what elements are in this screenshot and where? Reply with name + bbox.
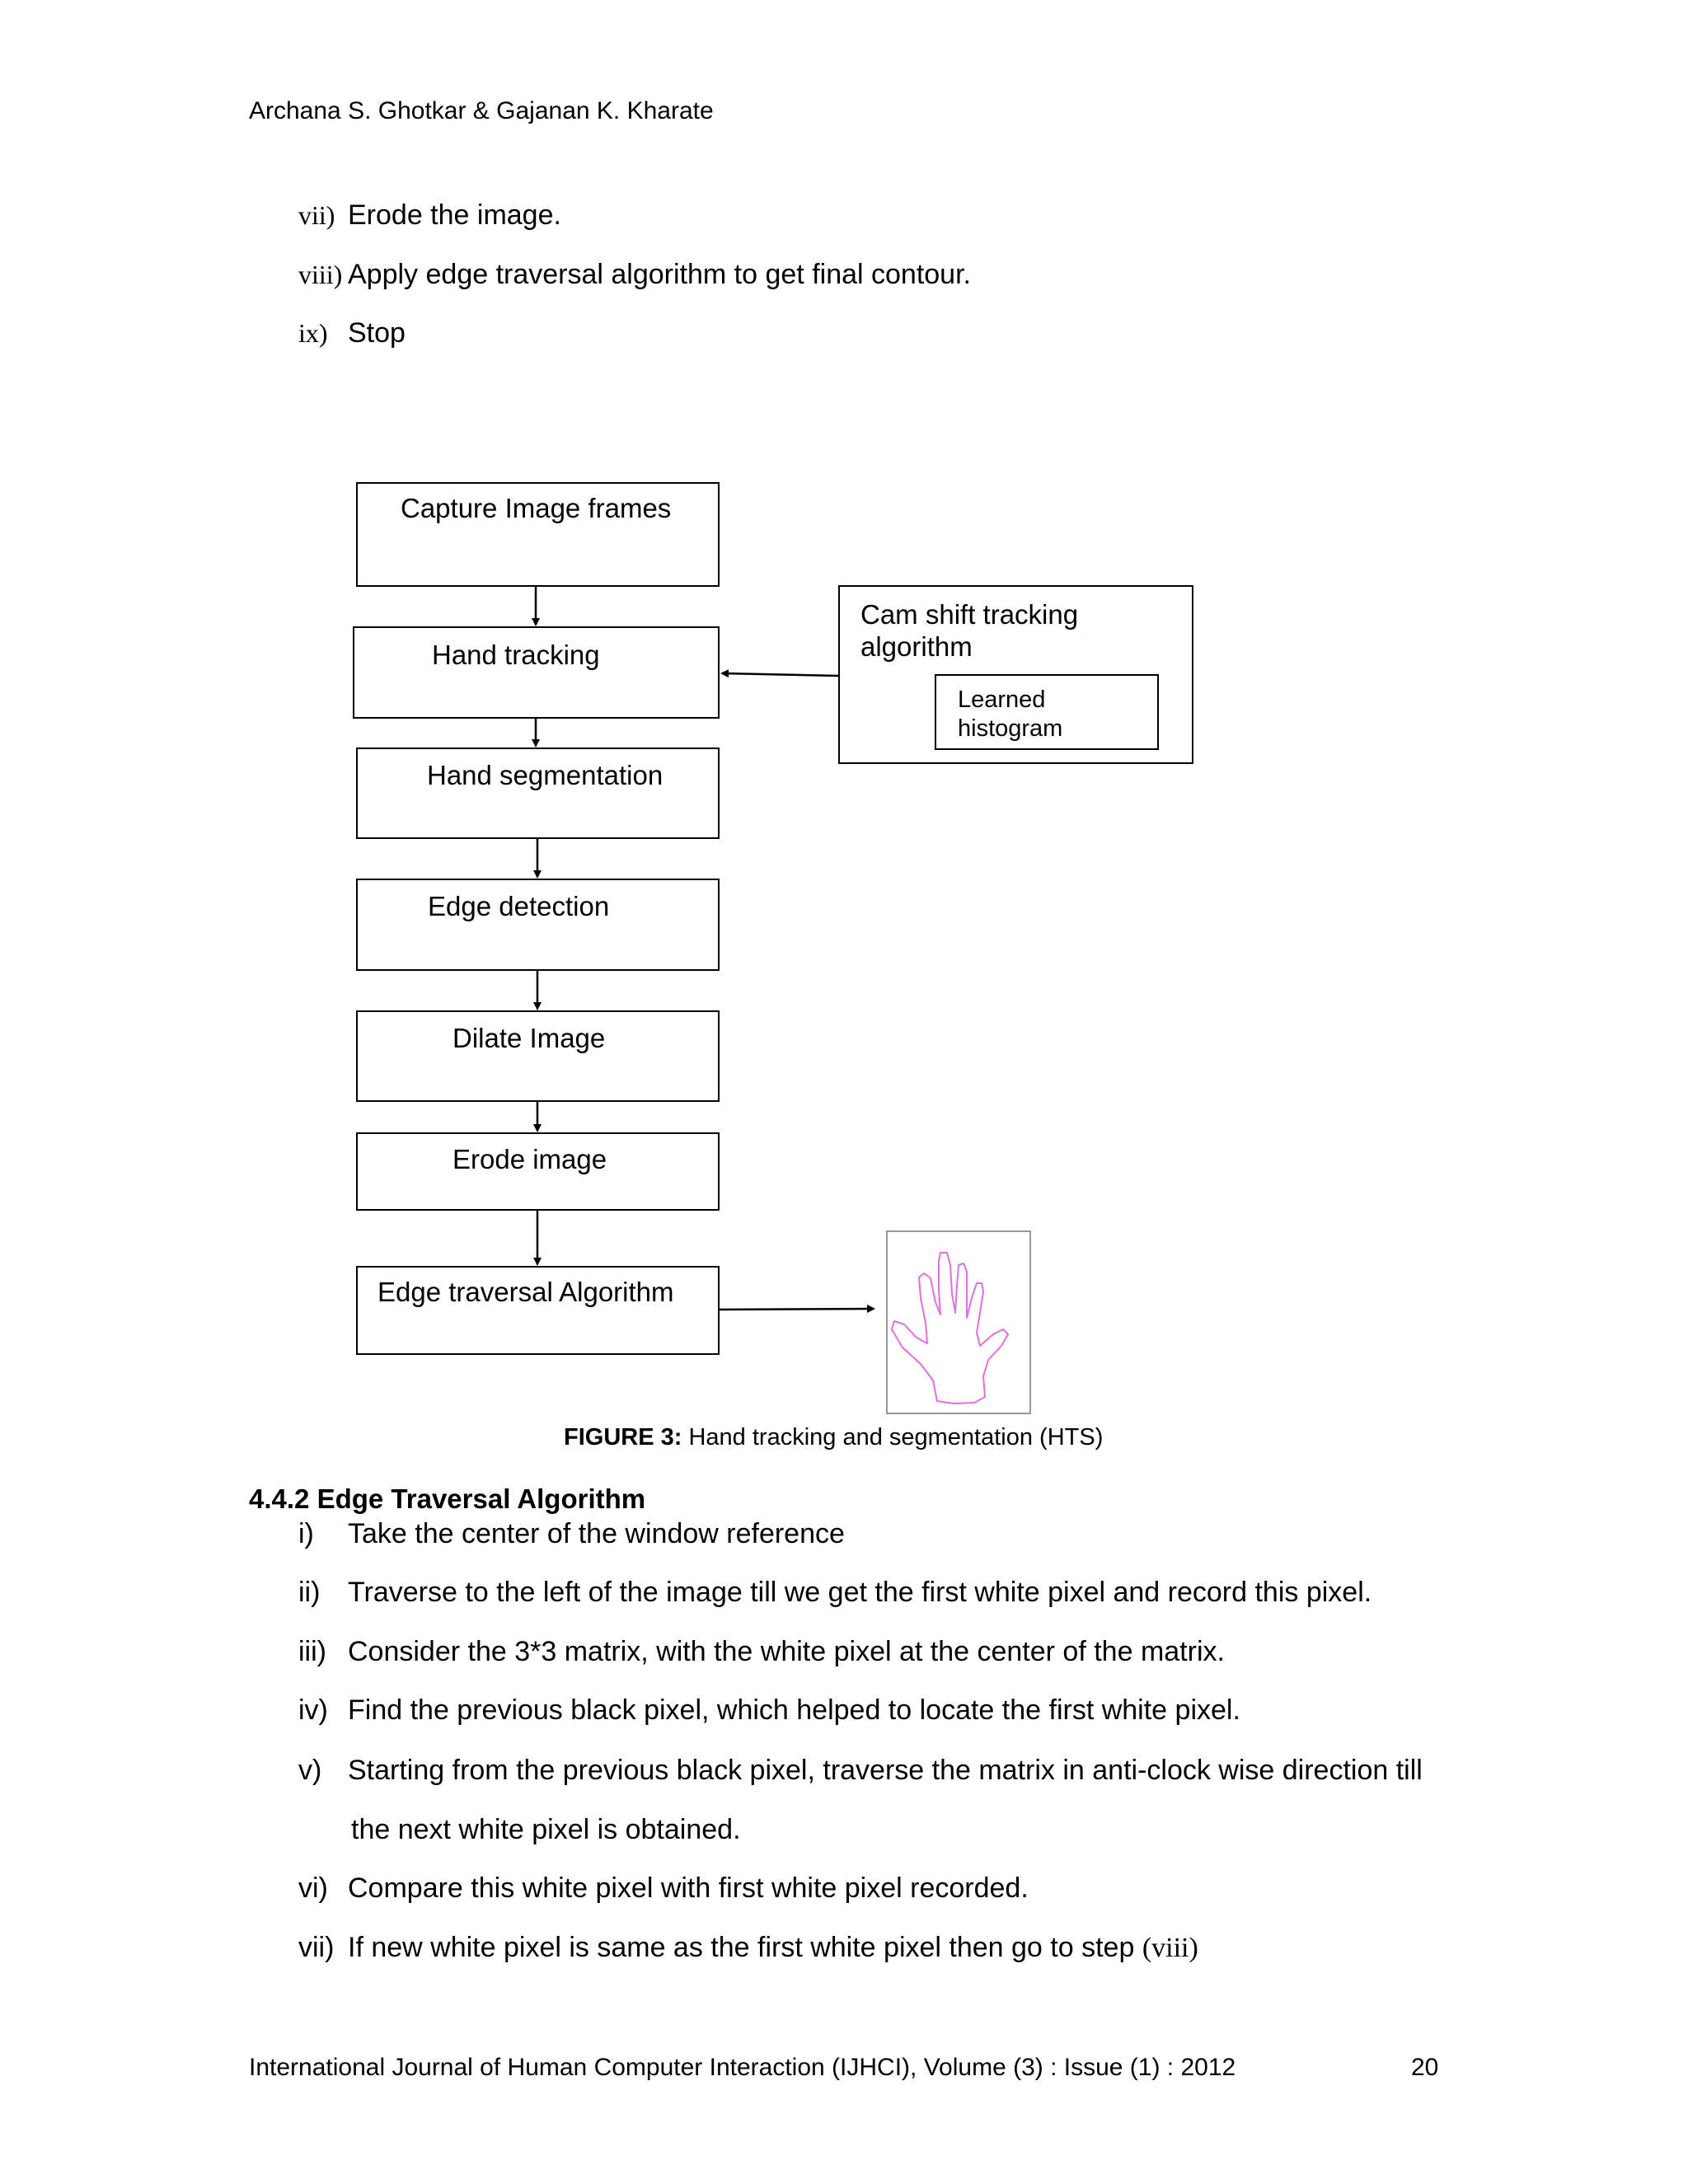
step-number: iv) xyxy=(298,1694,328,1726)
box-edge-detection-label: Edge detection xyxy=(428,891,610,921)
step-number: viii) xyxy=(298,260,343,289)
caption-text: Hand tracking and segmentation (HTS) xyxy=(682,1424,1104,1451)
box-learned-histogram: Learned histogram xyxy=(935,674,1159,750)
running-header: Archana S. Ghotkar & Gajanan K. Kharate xyxy=(249,97,714,124)
step-number: iii) xyxy=(298,1636,326,1667)
step-text: If new white pixel is same as the first … xyxy=(348,1932,1142,1963)
step-text: Stop xyxy=(348,317,406,349)
box-erode-label: Erode image xyxy=(452,1144,607,1174)
section-heading: 4.4.2 Edge Traversal Algorithm xyxy=(249,1483,646,1514)
box-dilate-label: Dilate Image xyxy=(452,1023,606,1053)
step-text: Apply edge traversal algorithm to get fi… xyxy=(348,259,971,290)
step-text: Find the previous black pixel, which hel… xyxy=(348,1694,1240,1726)
step-number: vii) xyxy=(298,1932,335,1963)
figure-caption: FIGURE 3: Hand tracking and segmentation… xyxy=(564,1424,1103,1451)
step-number: i) xyxy=(298,1518,314,1549)
step-text: Compare this white pixel with first whit… xyxy=(348,1872,1029,1904)
step-text: Consider the 3*3 matrix, with the white … xyxy=(348,1636,1225,1667)
algo-step-v-continued: the next white pixel is obtained. xyxy=(351,1814,741,1845)
box-erode-image xyxy=(356,1132,720,1211)
step-text: Starting from the previous black pixel, … xyxy=(348,1755,1423,1786)
box-edge-traversal-label: Edge traversal Algorithm xyxy=(377,1277,674,1307)
hand-contour-icon xyxy=(891,1252,1009,1404)
footer-journal: International Journal of Human Computer … xyxy=(249,2054,1236,2081)
caption-label: FIGURE 3: xyxy=(564,1424,682,1451)
step-number: ii) xyxy=(298,1577,321,1608)
algo-step-v: v) Starting from the previous black pixel… xyxy=(298,1755,1423,1787)
box-capture-image-frames xyxy=(356,482,720,587)
learned-line-2: histogram xyxy=(958,715,1063,742)
page-number: 20 xyxy=(1411,2054,1439,2081)
arrow-traversal-to-hand xyxy=(718,1305,875,1314)
flowchart-arrows xyxy=(532,587,875,1314)
step-number: vi) xyxy=(298,1872,328,1904)
hand-contour-image xyxy=(886,1230,1031,1414)
box-edge-detection xyxy=(356,879,720,971)
camshift-line-1: Cam shift tracking xyxy=(860,599,1079,630)
step-text: Take the center of the window reference xyxy=(348,1518,845,1549)
step-text: Traverse to the left of the image till w… xyxy=(348,1577,1372,1608)
box-dilate-image xyxy=(356,1010,720,1102)
step-text: Erode the image. xyxy=(348,199,561,231)
algo-step-iii: iii) Consider the 3*3 matrix, with the wh… xyxy=(298,1636,1225,1668)
box-edge-traversal xyxy=(356,1266,720,1355)
step-vii-top: vii) Erode the image. xyxy=(298,199,561,232)
step-number: v) xyxy=(298,1755,322,1786)
learned-line-1: Learned xyxy=(958,687,1046,713)
box-hand-tracking-label: Hand tracking xyxy=(432,640,600,670)
algo-step-ii: ii) Traverse to the left of the image til… xyxy=(298,1577,1372,1609)
algo-step-iv: iv) Find the previous black pixel, which … xyxy=(298,1694,1240,1727)
step-number: vii) xyxy=(298,200,335,230)
arrow-camshift-to-tracking xyxy=(720,669,839,678)
algo-step-vi: vi) Compare this white pixel with first w… xyxy=(298,1872,1029,1905)
box-hand-segmentation xyxy=(356,748,720,839)
box-hand-tracking xyxy=(353,626,720,719)
algo-step-vii: vii) If new white pixel is same as the fi… xyxy=(298,1932,1198,1964)
algo-step-i: i) Take the center of the window referenc… xyxy=(298,1518,845,1550)
step-reference: (viii) xyxy=(1142,1933,1198,1963)
box-camshift-label: Cam shift tracking algorithm xyxy=(860,598,1078,663)
step-number: ix) xyxy=(298,318,328,348)
step-ix-top: ix) Stop xyxy=(298,317,406,349)
box-hand-segmentation-label: Hand segmentation xyxy=(427,760,663,790)
learned-histogram-label: Learned histogram xyxy=(958,686,1062,743)
step-viii-top: viii)Apply edge traversal algorithm to g… xyxy=(298,259,971,291)
box-capture-label: Capture Image frames xyxy=(401,493,672,523)
camshift-line-2: algorithm xyxy=(860,631,973,662)
